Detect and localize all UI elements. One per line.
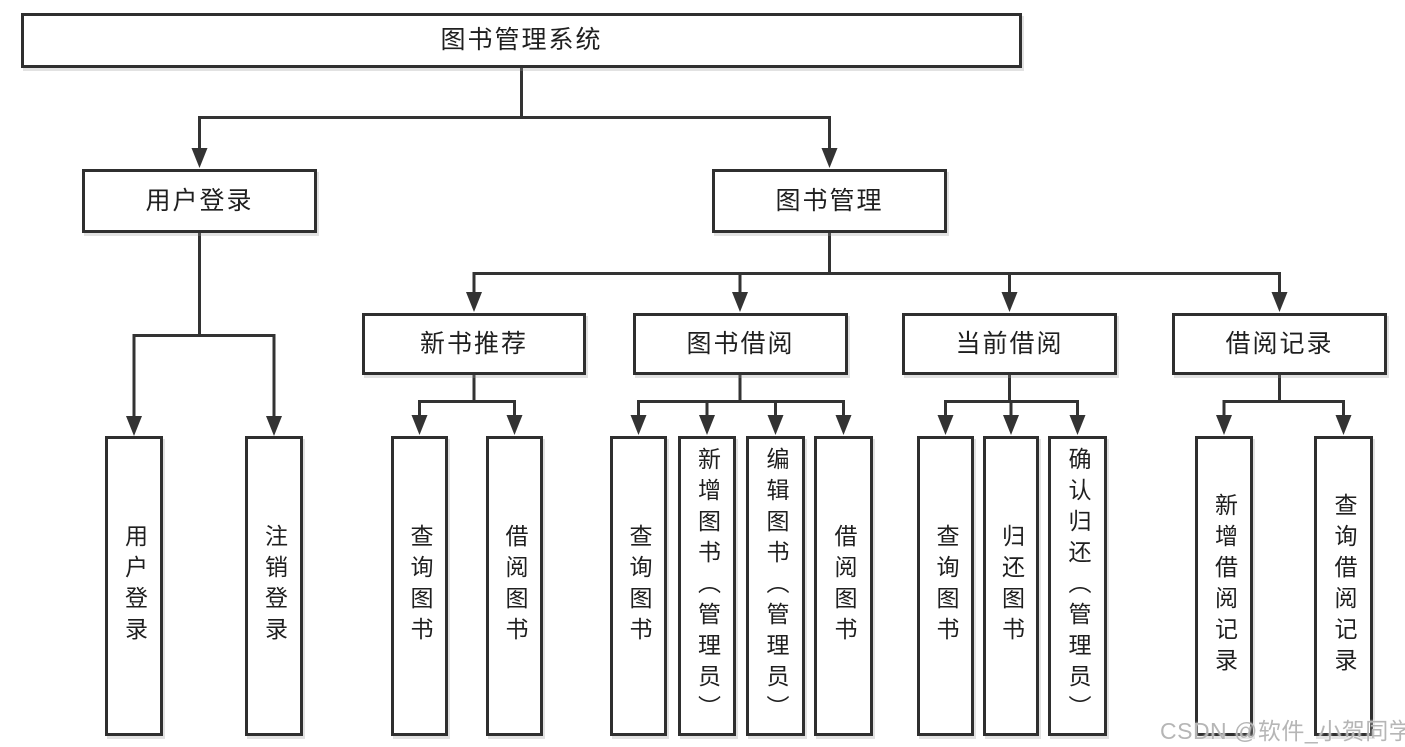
leaf-edit-book-admin: 编辑图书（管理员） xyxy=(746,436,805,736)
leaf-logout: 注销登录 xyxy=(245,436,303,736)
node-label: 新增借阅记录 xyxy=(1211,493,1238,679)
node-label: 图书借阅 xyxy=(686,329,795,358)
connector-mgmt-to-level3 xyxy=(466,231,1288,312)
node-current-borrow: 当前借阅 xyxy=(902,313,1117,375)
node-label: 借阅图书 xyxy=(831,524,857,648)
node-label: 查询借阅记录 xyxy=(1331,493,1357,679)
leaf-query-borrow-record: 查询借阅记录 xyxy=(1314,436,1373,736)
leaf-query-books-current: 查询图书 xyxy=(917,436,974,736)
leaf-return-book: 归还图书 xyxy=(983,436,1039,736)
node-label: 借阅图书 xyxy=(502,524,528,648)
node-label: 查询图书 xyxy=(626,524,652,648)
node-label: 确认归还（管理员） xyxy=(1065,446,1091,726)
leaf-query-books-borrow: 查询图书 xyxy=(610,436,667,736)
leaf-add-borrow-record: 新增借阅记录 xyxy=(1195,436,1253,736)
node-label: 借阅记录 xyxy=(1225,329,1334,358)
leaf-query-books-newbook: 查询图书 xyxy=(391,436,448,736)
node-label: 查询图书 xyxy=(407,524,433,648)
node-label: 归还图书 xyxy=(998,524,1025,648)
connector-root-to-level2 xyxy=(191,66,838,168)
leaf-borrow-books-borrow: 借阅图书 xyxy=(814,436,873,736)
node-label: 当前借阅 xyxy=(955,329,1064,358)
connector-newbook-children xyxy=(411,373,523,435)
connector-records-children xyxy=(1216,373,1352,435)
leaf-confirm-return-admin: 确认归还（管理员） xyxy=(1048,436,1107,736)
node-label: 查询图书 xyxy=(933,524,959,648)
connector-current-children xyxy=(937,373,1086,435)
node-label: 用户登录 xyxy=(121,524,148,648)
leaf-borrow-books-newbook: 借阅图书 xyxy=(486,436,543,736)
leaf-user-login: 用户登录 xyxy=(105,436,163,736)
node-new-book-recommend: 新书推荐 xyxy=(362,313,586,375)
csdn-watermark: CSDN @软件_小贺同学 xyxy=(1160,718,1405,744)
node-root: 图书管理系统 xyxy=(21,13,1022,68)
connector-borrow-children xyxy=(630,373,852,435)
node-label: 用户登录 xyxy=(145,186,254,215)
node-book-management: 图书管理 xyxy=(712,169,947,233)
leaf-add-book-admin: 新增图书（管理员） xyxy=(678,436,736,736)
node-label: 新增图书（管理员） xyxy=(694,446,721,726)
node-label: 编辑图书（管理员） xyxy=(763,446,789,726)
connector-login-children xyxy=(126,231,282,436)
node-label: 注销登录 xyxy=(261,524,288,648)
node-label: 图书管理 xyxy=(775,186,884,215)
node-label: 图书管理系统 xyxy=(440,26,603,54)
node-user-login: 用户登录 xyxy=(82,169,317,233)
node-label: 新书推荐 xyxy=(419,329,528,358)
node-borrow-records: 借阅记录 xyxy=(1172,313,1387,375)
node-book-borrow: 图书借阅 xyxy=(633,313,848,375)
